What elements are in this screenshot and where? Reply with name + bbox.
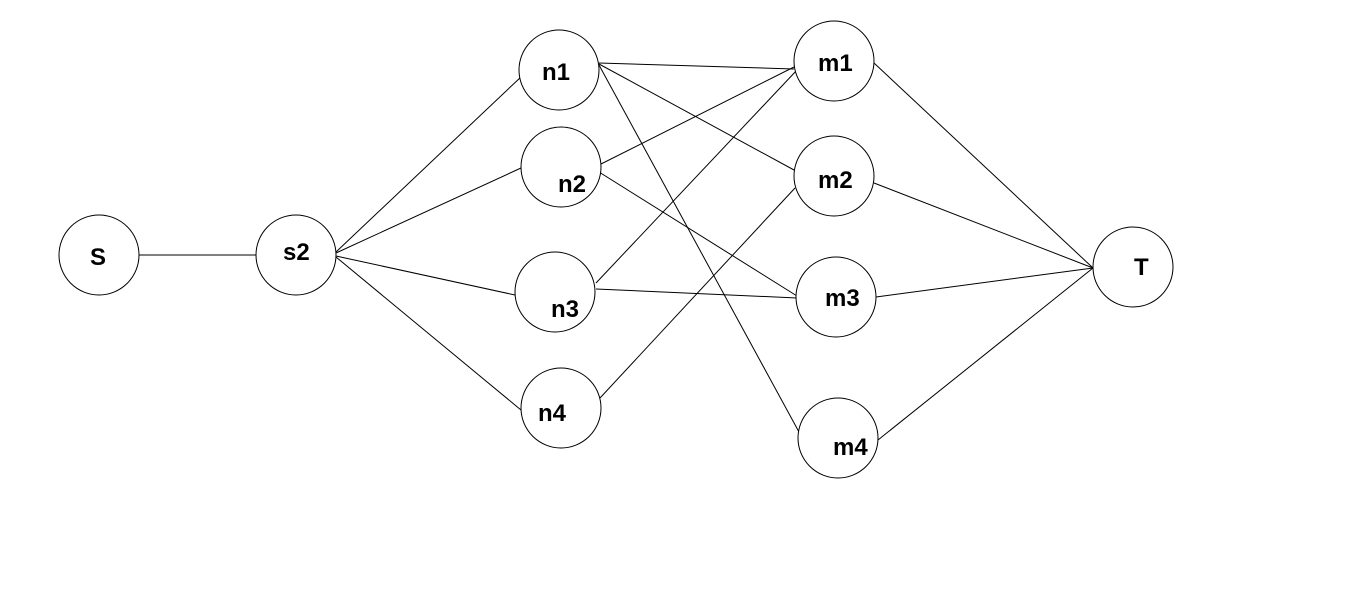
node-label-n3: n3 <box>551 296 579 323</box>
edge-s2-n4 <box>335 256 522 411</box>
node-circle-s2 <box>255 214 337 296</box>
edge-s2-n1 <box>335 75 523 253</box>
node-label-s2: s2 <box>283 239 310 266</box>
edge-n4-m2 <box>599 187 796 399</box>
node-label-S: S <box>90 244 106 271</box>
node-label-n2: n2 <box>558 171 586 198</box>
edge-s2-n2 <box>335 167 522 254</box>
edge-n2-m1 <box>598 66 795 166</box>
node-m4: m4 <box>797 397 879 479</box>
node-label-m3: m3 <box>825 285 860 312</box>
edge-n2-m3 <box>598 171 798 297</box>
edge-layer <box>139 62 1094 441</box>
node-label-n4: n4 <box>538 400 567 427</box>
node-circle-m1 <box>793 20 875 102</box>
node-circle-m2 <box>793 135 875 217</box>
node-m1: m1 <box>793 20 875 102</box>
node-label-m2: m2 <box>818 167 853 194</box>
node-circle-n4 <box>520 367 602 449</box>
node-m2: m2 <box>793 135 875 217</box>
edge-m3-T <box>875 267 1094 298</box>
node-circle-m4 <box>797 397 879 479</box>
edge-m1-T <box>873 62 1094 269</box>
edge-n3-m1 <box>595 69 798 284</box>
node-n2: n2 <box>520 126 602 208</box>
node-label-m1: m1 <box>818 50 853 77</box>
node-label-T: T <box>1134 254 1149 281</box>
edge-n1-m2 <box>598 63 795 171</box>
edge-m2-T <box>873 182 1094 269</box>
node-label-m4: m4 <box>833 434 868 461</box>
edge-m4-T <box>877 267 1094 441</box>
node-n3: n3 <box>514 251 596 333</box>
node-circle-n1 <box>518 29 600 111</box>
node-circle-n3 <box>514 251 596 333</box>
node-n1: n1 <box>518 29 600 111</box>
node-s2: s2 <box>255 214 337 296</box>
node-circle-S <box>58 214 140 296</box>
node-label-n1: n1 <box>542 59 570 86</box>
node-T: T <box>1092 226 1174 308</box>
edge-n1-m4 <box>598 64 800 433</box>
node-n4: n4 <box>520 367 602 449</box>
node-S: S <box>58 214 140 296</box>
edge-n1-m1 <box>598 62 795 70</box>
edge-s2-n3 <box>335 255 516 296</box>
node-circle-m3 <box>795 256 877 338</box>
node-circle-n2 <box>520 126 602 208</box>
node-circle-T <box>1092 226 1174 308</box>
node-m3: m3 <box>795 256 877 338</box>
